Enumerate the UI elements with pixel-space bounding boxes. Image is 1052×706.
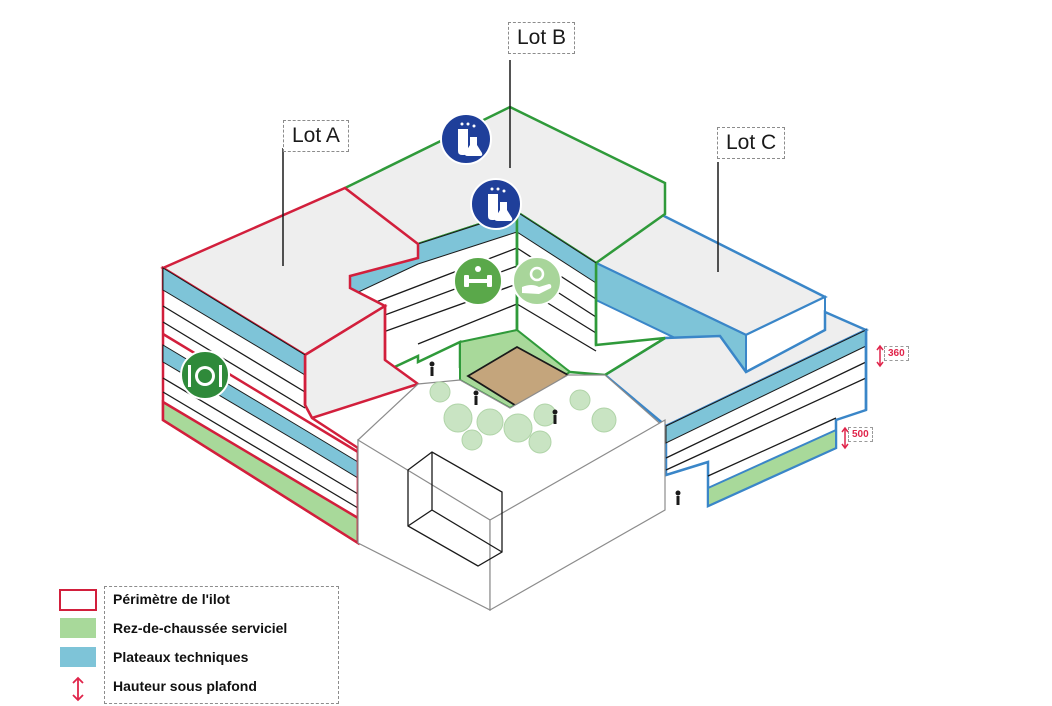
legend-item-ceiling-height: Hauteur sous plafond: [105, 676, 338, 698]
lab-flask-icon: [470, 178, 522, 230]
front-volume: [357, 374, 666, 612]
legend-label: Périmètre de l'ilot: [113, 591, 230, 607]
legend-swatch-perimeter: [59, 589, 97, 611]
legend-label: Rez-de-chaussée serviciel: [113, 620, 288, 636]
restaurant-icon: [180, 350, 230, 400]
tree-icon: [528, 430, 552, 454]
height-marker-lower: [841, 426, 849, 450]
legend-item-ground-floor: Rez-de-chaussée serviciel: [105, 618, 338, 640]
tree-icon: [461, 429, 483, 451]
person-icon: [473, 390, 479, 405]
legend-swatch-technical: [60, 647, 96, 667]
legend-height-arrow-icon: [72, 676, 84, 702]
height-marker-upper: [876, 344, 884, 368]
floor-line: [707, 417, 837, 477]
tree-icon: [533, 403, 557, 427]
tree-icon: [503, 413, 533, 443]
tree-icon: [443, 403, 473, 433]
lab-flask-icon: [440, 113, 492, 165]
care-hand-icon: [512, 256, 562, 306]
tree-icon: [591, 407, 617, 433]
floor-line: [665, 361, 867, 459]
legend-label: Hauteur sous plafond: [113, 678, 257, 694]
fitness-icon: [453, 256, 503, 306]
lot-c-building: [593, 212, 869, 508]
person-icon: [429, 361, 435, 376]
legend-item-perimeter: Périmètre de l'ilot: [105, 589, 338, 611]
tree-icon: [476, 408, 504, 436]
people: [429, 361, 681, 505]
person-icon: [552, 409, 558, 424]
floor-line: [665, 377, 867, 471]
tree-icon: [569, 389, 591, 411]
lot-c-label: Lot C: [717, 127, 786, 159]
lot-a-label: Lot A: [283, 120, 349, 152]
legend-label: Plateaux techniques: [113, 649, 249, 665]
dimension-label-upper: 360: [884, 346, 909, 361]
front-volume-right-face: [489, 418, 666, 612]
person-icon: [675, 490, 681, 505]
tree-icon: [429, 381, 451, 403]
courtyard-trees: [429, 381, 617, 454]
lot-c-service-ground-floor: [707, 428, 837, 508]
legend: Périmètre de l'ilot Rez-de-chaussée serv…: [104, 586, 339, 704]
dimension-label-lower: 500: [848, 427, 873, 442]
legend-item-technical: Plateaux techniques: [105, 647, 338, 669]
legend-swatch-ground-floor: [60, 618, 96, 638]
lot-b-label: Lot B: [508, 22, 576, 54]
lot-a-building: [160, 186, 421, 546]
